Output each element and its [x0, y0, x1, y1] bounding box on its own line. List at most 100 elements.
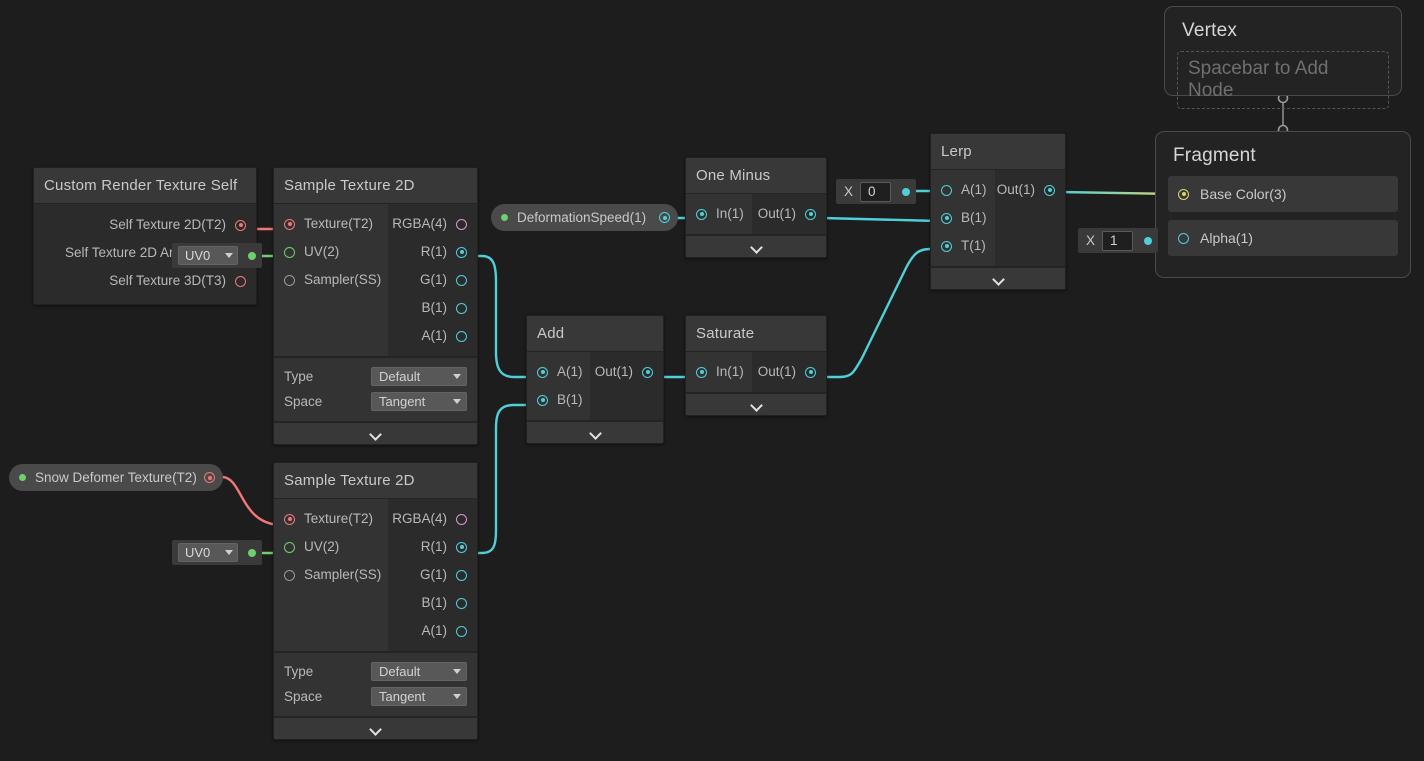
port-dot-float-out[interactable]: [659, 212, 670, 223]
node-sample-texture-2d-top[interactable]: Sample Texture 2D Texture(T2) UV(2) Samp…: [273, 167, 478, 445]
value-output-dot[interactable]: [1144, 236, 1152, 245]
port-dot-in[interactable]: [696, 208, 707, 220]
port-texture[interactable]: Texture(T2): [274, 210, 388, 238]
port-out[interactable]: Out(1): [590, 358, 663, 386]
port-dot-sampler[interactable]: [284, 569, 295, 581]
port-b[interactable]: B(1): [931, 204, 995, 232]
port-sampler[interactable]: Sampler(SS): [274, 561, 388, 589]
port-dot-texture[interactable]: [284, 513, 295, 525]
port-a[interactable]: A(1): [931, 176, 995, 204]
property-node-deformation-speed[interactable]: DeformationSpeed(1): [491, 204, 678, 231]
node-custom-render-texture-self[interactable]: Custom Render Texture Self Self Texture …: [33, 167, 257, 305]
value-output-dot[interactable]: [902, 187, 910, 196]
port-dot-a[interactable]: [537, 366, 548, 378]
port-t[interactable]: T(1): [931, 232, 995, 260]
node-expand-toggle[interactable]: [686, 392, 826, 415]
node-saturate[interactable]: Saturate In(1) Out(1): [685, 315, 827, 416]
port-dot-r[interactable]: [456, 246, 467, 258]
uv-widget-bottom[interactable]: UV0: [172, 540, 262, 565]
port-texture[interactable]: Texture(T2): [274, 505, 388, 533]
value-widget-fragment-alpha[interactable]: X 1: [1078, 228, 1158, 253]
port-out[interactable]: Out(1): [995, 176, 1065, 204]
value-input-x[interactable]: 0: [860, 181, 891, 202]
port-in[interactable]: In(1): [686, 200, 752, 228]
uv-output-dot[interactable]: [248, 548, 256, 557]
port-b[interactable]: B(1): [388, 294, 477, 322]
port-dot-sampler[interactable]: [284, 274, 295, 286]
port-a[interactable]: A(1): [388, 617, 477, 645]
context-block-fragment[interactable]: Fragment Base Color(3) Alpha(1): [1155, 131, 1411, 278]
block-node-alpha[interactable]: Alpha(1): [1168, 220, 1398, 256]
port-dot-uv[interactable]: [284, 541, 295, 553]
port-dot-out[interactable]: [642, 366, 653, 378]
context-block-vertex[interactable]: Vertex Spacebar to Add Node: [1164, 6, 1402, 109]
port-r[interactable]: R(1): [388, 533, 477, 561]
property-node-snow-deformer-texture[interactable]: Snow Defomer Texture(T2): [9, 464, 223, 491]
uv-select-top[interactable]: UV0: [178, 246, 238, 265]
port-dot-texture-out[interactable]: [204, 472, 215, 483]
port-dot-base-color[interactable]: [1178, 188, 1189, 200]
node-expand-toggle[interactable]: [527, 420, 663, 443]
port-b[interactable]: B(1): [388, 589, 477, 617]
port-dot-rgba[interactable]: [456, 513, 467, 525]
port-rgba[interactable]: RGBA(4): [388, 505, 477, 533]
port-dot-g[interactable]: [456, 274, 467, 286]
node-lerp[interactable]: Lerp A(1) B(1) T(1) Out(1): [930, 133, 1066, 290]
node-sample-texture-2d-bottom[interactable]: Sample Texture 2D Texture(T2) UV(2) Samp…: [273, 462, 478, 740]
port-dot-b[interactable]: [537, 394, 548, 406]
node-add[interactable]: Add A(1) B(1) Out(1): [526, 315, 664, 444]
port-dot-rgba[interactable]: [456, 218, 467, 230]
node-expand-toggle[interactable]: [274, 421, 477, 444]
port-out[interactable]: Out(1): [752, 200, 826, 228]
port-rgba[interactable]: RGBA(4): [388, 210, 477, 238]
port-in[interactable]: In(1): [686, 358, 752, 386]
port-dot-b[interactable]: [456, 302, 467, 314]
port-dot-g[interactable]: [456, 569, 467, 581]
add-node-placeholder-vertex[interactable]: Spacebar to Add Node: [1177, 51, 1389, 109]
node-expand-toggle[interactable]: [274, 716, 477, 739]
port-r[interactable]: R(1): [388, 238, 477, 266]
field-select-space[interactable]: Tangent: [371, 687, 467, 706]
value-input-x[interactable]: 1: [1102, 230, 1133, 251]
field-select-space[interactable]: Tangent: [371, 392, 467, 411]
port-dot-out[interactable]: [1044, 184, 1055, 196]
port-dot-texture[interactable]: [284, 218, 295, 230]
port-dot-in[interactable]: [696, 366, 707, 378]
port-g[interactable]: G(1): [388, 561, 477, 589]
node-expand-toggle[interactable]: [686, 234, 826, 257]
port-dot-r[interactable]: [456, 541, 467, 553]
port-out[interactable]: Out(1): [752, 358, 826, 386]
node-expand-toggle[interactable]: [931, 266, 1065, 289]
port-dot-t[interactable]: [941, 240, 952, 252]
port-dot-texture[interactable]: [235, 219, 246, 231]
port-uv[interactable]: UV(2): [274, 533, 388, 561]
uv-output-dot[interactable]: [248, 251, 256, 260]
value-widget-lerp-a[interactable]: X 0: [836, 179, 916, 204]
port-a[interactable]: A(1): [527, 358, 590, 386]
field-select-type[interactable]: Default: [371, 367, 467, 386]
port-dot-texture-3d[interactable]: [235, 275, 246, 287]
port-a[interactable]: A(1): [388, 322, 477, 350]
port-dot-out[interactable]: [805, 366, 816, 378]
port-sampler[interactable]: Sampler(SS): [274, 266, 388, 294]
port-dot-out[interactable]: [805, 208, 816, 220]
port-dot-uv[interactable]: [284, 246, 295, 258]
port-self-texture-3d[interactable]: Self Texture 3D(T3): [34, 267, 256, 295]
field-select-type[interactable]: Default: [371, 662, 467, 681]
port-dot-a[interactable]: [941, 184, 952, 196]
port-dot-a[interactable]: [456, 625, 467, 637]
port-dot-a[interactable]: [456, 330, 467, 342]
block-node-base-color[interactable]: Base Color(3): [1168, 176, 1398, 212]
port-self-texture-2d[interactable]: Self Texture 2D(T2): [34, 211, 256, 239]
uv-select-bottom[interactable]: UV0: [178, 543, 238, 562]
port-dot-alpha[interactable]: [1178, 232, 1189, 244]
port-g[interactable]: G(1): [388, 266, 477, 294]
port-b[interactable]: B(1): [527, 386, 590, 414]
port-dot-b[interactable]: [456, 597, 467, 609]
uv-widget-top[interactable]: UV0: [172, 243, 262, 268]
port-uv[interactable]: UV(2): [274, 238, 388, 266]
node-one-minus[interactable]: One Minus In(1) Out(1): [685, 157, 827, 258]
port-dot-b[interactable]: [941, 212, 952, 224]
node-fields: Type Default Space Tangent: [274, 651, 477, 716]
